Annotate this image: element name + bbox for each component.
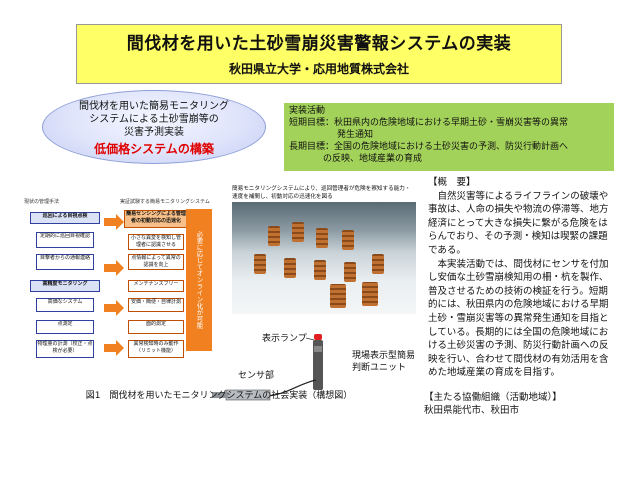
bubble-line: 災害予測実装 [124,127,184,138]
fence-post [292,222,304,242]
overview-section: 【概 要】 自然災害等によるライフラインの破壊や事故は、人命の損失や物流の停滞等… [428,176,614,380]
page-subtitle: 秋田県立大学・応用地質株式会社 [228,62,409,76]
long-term-goal-cont: の反映、地域産業の育成 [323,154,423,164]
long-term-goal: 長期目標：全国の危険地域における土砂災害の予測、防災行動計画へ [289,142,569,152]
partners-section: 【主たる協働組織（活動地域）】 秋田県能代市、秋田市 [424,392,614,417]
bubble-line: 間伐材を用いた簡易モニタリング [79,101,229,112]
overview-para: 自然災害等によるライフラインの破壊や事故は、人命の損失や物流の停滞等、地方経済に… [428,190,609,256]
field-photo [232,202,416,314]
partners-text: 秋田県能代市、秋田市 [424,404,520,416]
fence-post [284,258,296,278]
fence-post [344,262,356,282]
left-box: 高精度モニタリング [30,280,100,292]
overview-heading: 【概 要】 [428,177,476,188]
diagram-right-title: 実証試験する簡易モニタリングシステム [120,199,210,205]
right-box: 異常検知時のみ動作（リミット機能） [128,340,184,358]
fence-post [362,282,378,306]
fence-post [254,254,266,274]
fence-post [316,228,328,248]
right-box: 点情報によって異常の認識を向上 [128,254,184,270]
right-box: 簡易センシングによる管理者の初動対応の迅速化 [124,210,188,228]
left-box: 点測定 [36,320,94,334]
bubble-line: システムによる土砂雪崩等の [89,114,219,125]
overview-para: 本実装活動では、間伐材にセンサを付加し安価な土砂雪崩検知用の柵・杭を製作、普及さ… [428,258,609,379]
left-box: 巡回による目視点検 [30,212,100,224]
short-term-goal: 短期目標：秋田県内の危険地域における早期土砂・雪崩災害等の異常 [289,118,569,128]
fence-post [268,226,280,246]
short-term-goal-cont: 発生通知 [337,130,374,140]
left-box: 目撃者からの通報連絡 [36,254,94,270]
fence-post [372,254,384,274]
summary-bubble: 間伐材を用いた簡易モニタリング システムによる土砂雪崩等の 災害予測実装 低価格… [42,90,266,164]
partners-heading: 【主たる協働組織（活動地域）】 [424,392,562,403]
fence-post [330,284,346,308]
lamp-pointer [306,334,323,390]
online-side-label: 必要に応じてオンライン化が可能 [186,209,212,351]
sensor-label: センサ部 [238,371,275,381]
sensor-device [212,379,317,401]
photo-caption: 簡易モニタリングシステムにより、巡回管理者が危険を察知する能力・速度を補間し、初… [232,186,411,200]
fence-post [314,260,326,280]
right-box: 面的測定 [128,320,184,334]
diagram-left-title: 現状の管理手法 [24,199,60,205]
bubble-highlight: 低価格システムの構築 [94,142,214,156]
right-box: 安価・簡便・自律計測 [128,298,184,312]
concept-diagram: 現状の管理手法 実証試験する簡易モニタリングシステム 巡回による目視点検 定期的… [16,184,232,384]
left-box: 物理量の計測（校正・点検が必要） [36,340,94,358]
title-banner: 間伐材を用いた土砂雪崩災害警報システムの実装 秋田県立大学・応用地質株式会社 [76,24,562,84]
lamp-label: 表示ランプ [262,334,307,344]
arrow-group [104,214,124,356]
implementation-heading: 実装活動 [289,106,326,116]
left-box: 定期的に巡回目視確認 [36,232,94,248]
figure-caption: 図1 間伐材を用いたモニタリングシステムの社会実装（構想図） [85,391,353,401]
page-title: 間伐材を用いた土砂雪崩災害警報システムの実装 [126,34,512,54]
fence-post [342,230,354,250]
right-box: 小さな異変を検知し管理者に認識させる [128,234,184,250]
unit-label: 現場表示型簡易判断ユニット [352,351,416,373]
right-box: メンテナンスフリー [128,280,184,292]
implementation-box: 実装活動 短期目標：秋田県内の危険地域における早期土砂・雪崩災害等の異常 発生通… [284,103,614,171]
left-box: 高価なシステム [36,298,94,312]
